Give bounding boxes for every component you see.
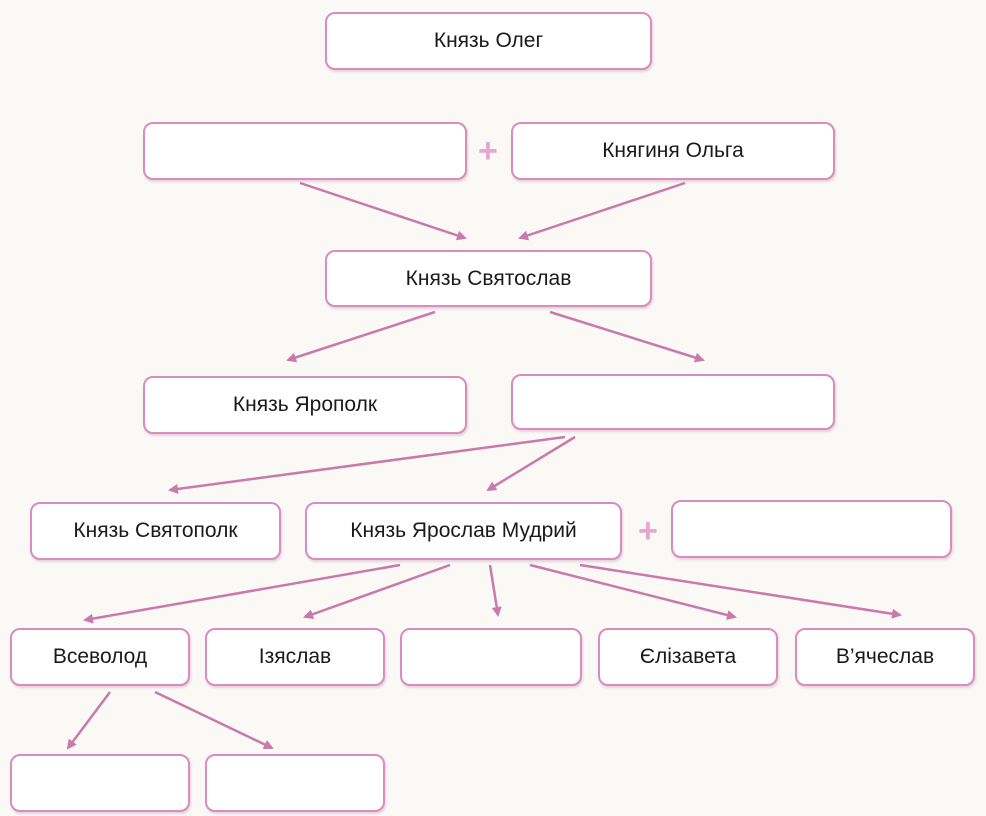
arrow-connector bbox=[299, 181, 467, 241]
arrow-connector bbox=[518, 181, 686, 241]
arrow-connector bbox=[286, 310, 436, 363]
box-olga: Княгиня Ольга bbox=[511, 122, 835, 180]
box-empty-wife-yaroslav[interactable] bbox=[671, 500, 952, 558]
box-empty-grandchild-2[interactable] bbox=[205, 754, 385, 812]
box-vyacheslav: В’ячеслав bbox=[795, 628, 975, 686]
box-empty-father-svyatoslav[interactable] bbox=[143, 122, 467, 180]
arrow-connector bbox=[488, 564, 502, 617]
box-svyatopolk: Князь Святополк bbox=[30, 502, 281, 560]
arrow-connector bbox=[486, 435, 576, 492]
plus-sign: + bbox=[478, 132, 498, 170]
arrow-connector bbox=[303, 563, 451, 620]
arrow-connector bbox=[66, 691, 111, 750]
arrow-connector bbox=[168, 435, 566, 494]
box-yaroslav: Князь Ярослав Мудрий bbox=[305, 502, 622, 560]
box-izyaslav: Ізяслав bbox=[205, 628, 385, 686]
arrow-connector bbox=[154, 690, 274, 750]
box-oleg: Князь Олег bbox=[325, 12, 652, 70]
box-vsevolod: Всеволод bbox=[10, 628, 190, 686]
box-empty-grandchild-1[interactable] bbox=[10, 754, 190, 812]
arrow-connector bbox=[83, 563, 401, 624]
box-yelyzaveta: Єлізавета bbox=[598, 628, 778, 686]
arrow-connector bbox=[549, 310, 705, 363]
plus-sign: + bbox=[638, 512, 658, 550]
box-yaropolk: Князь Ярополк bbox=[143, 376, 467, 434]
box-svyatoslav: Князь Святослав bbox=[325, 250, 652, 307]
arrow-connector bbox=[579, 563, 902, 619]
arrow-connector bbox=[529, 563, 737, 620]
box-empty-son-svyatoslav[interactable] bbox=[511, 374, 835, 430]
box-empty-child-yaroslav[interactable] bbox=[400, 628, 582, 686]
